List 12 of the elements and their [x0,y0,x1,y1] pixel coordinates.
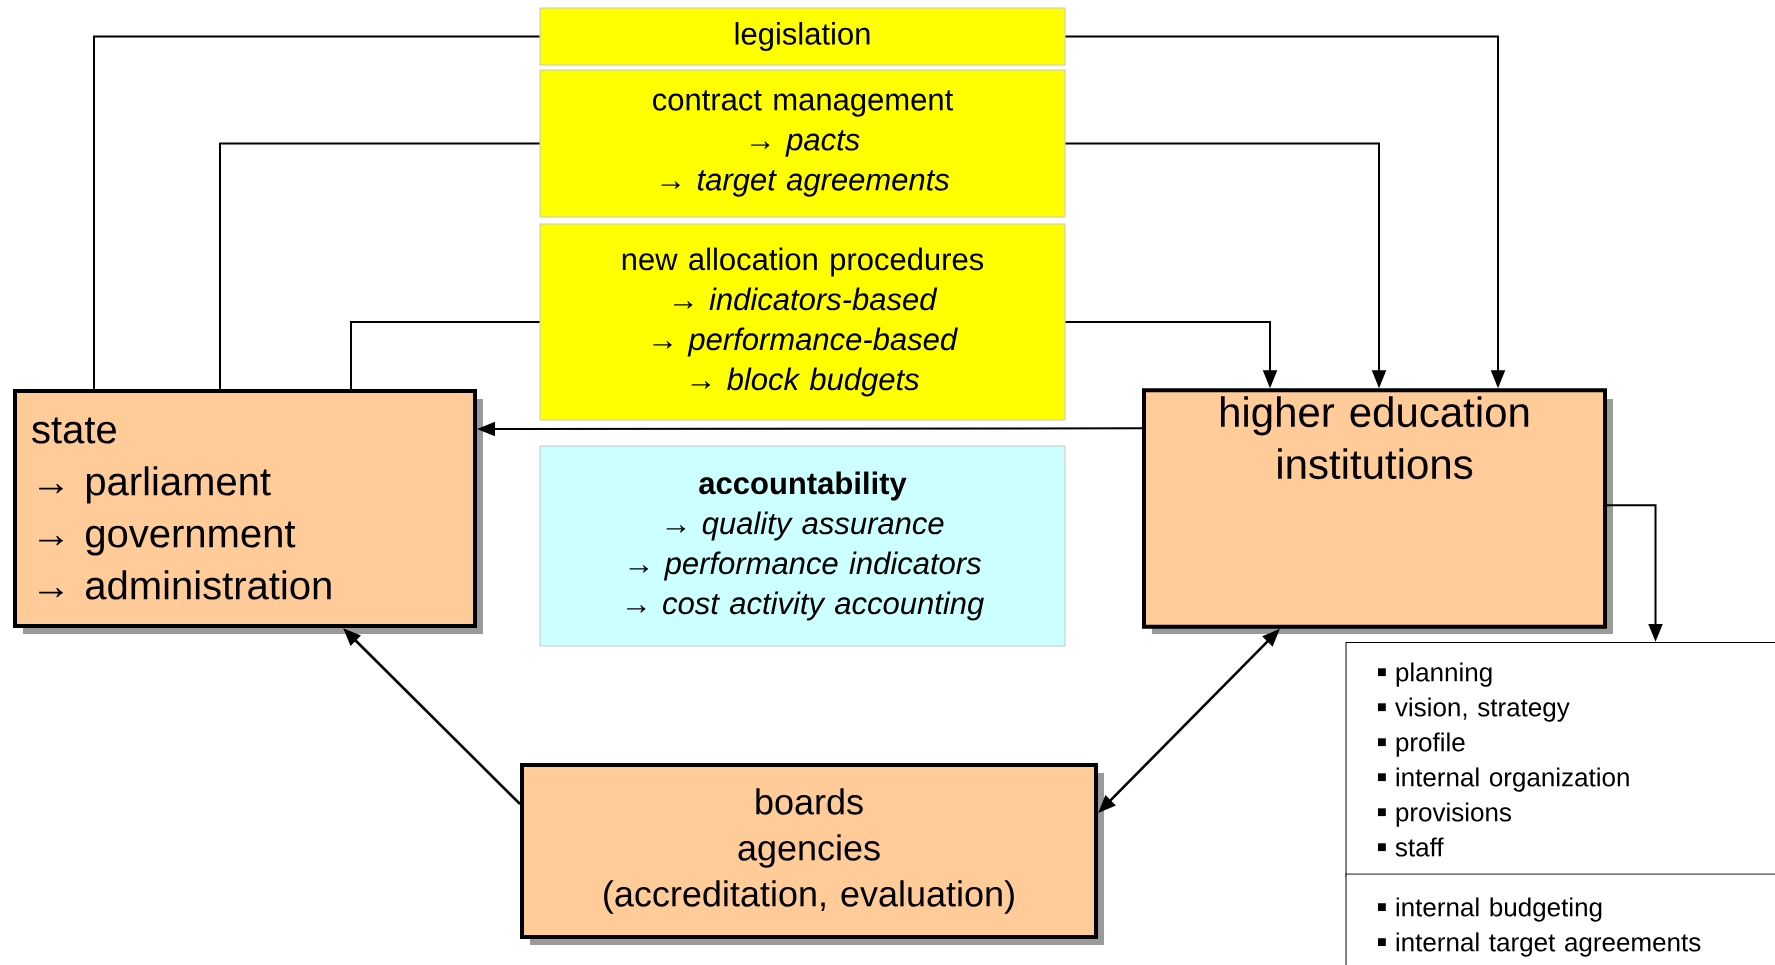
connector-line [350,321,541,390]
actor-box: state → parliament → government → administration [13,389,483,634]
actor-box: boards agencies (accreditation, evaluation) [520,763,1104,945]
connector-line [93,35,541,390]
instrument-box: new allocation procedures → indicators-based → performance-based → block budgets [539,223,1066,421]
connector-line [219,142,541,390]
legislation-box: legislation [539,7,1066,66]
task-list-box: internal budgeting internal target agreements [1345,873,1775,965]
instrument-box: contract management → pacts → target agreements [539,69,1066,218]
task-list-box: planning vision, strategy profile internal organization provisions staff [1345,641,1775,878]
accountability-box: accountability → quality assurance → performance indicators → cost activity accounting [539,445,1066,647]
actor-box: higher education institutions [1142,388,1613,634]
